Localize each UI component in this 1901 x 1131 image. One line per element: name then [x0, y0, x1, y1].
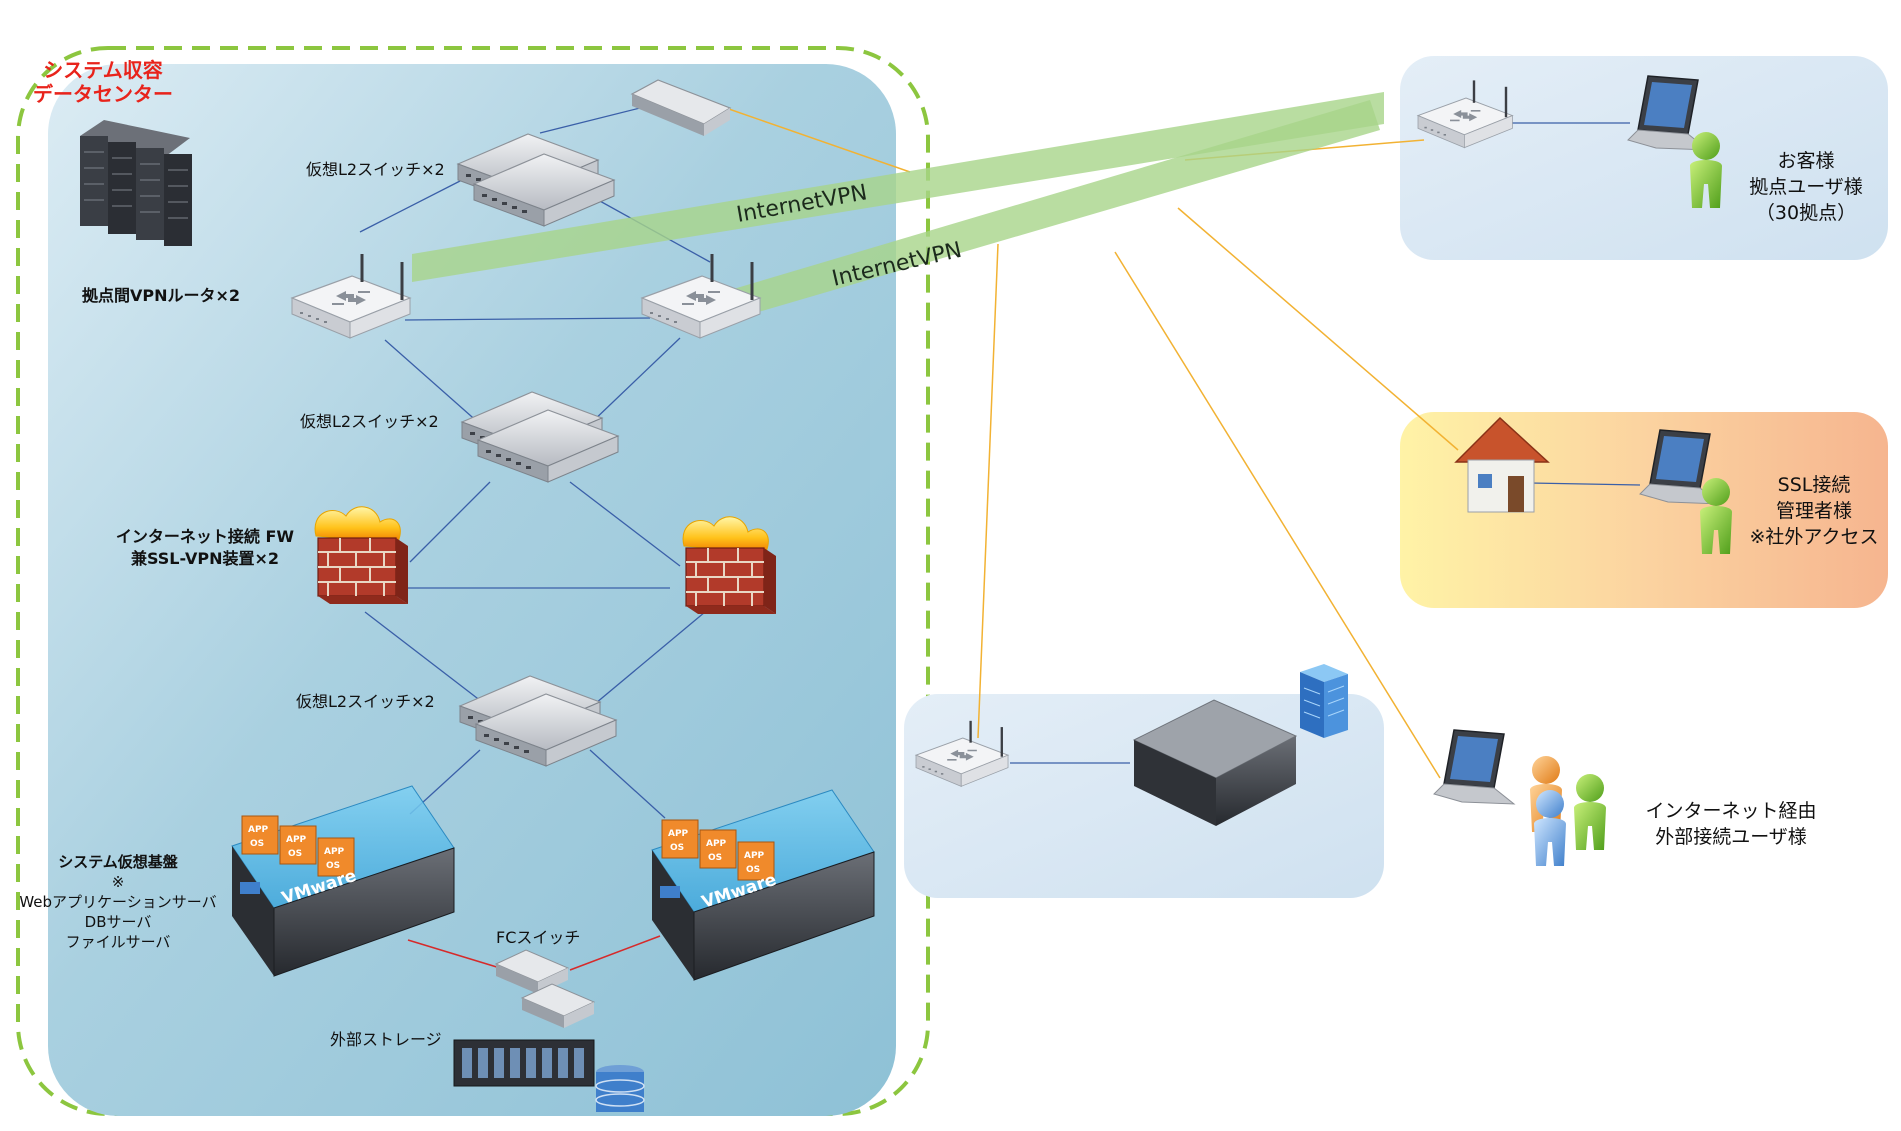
datacenter-title-line2: データセンター [33, 82, 173, 106]
ssl-site-label: SSL接続 管理者様 ※社外アクセス [1738, 472, 1890, 550]
external-users-label-line2: 外部接続ユーザ様 [1655, 826, 1807, 848]
site-customer [1400, 56, 1888, 260]
virtualization-label-note: ※ [111, 873, 125, 891]
vpn-band-2 [730, 100, 1380, 318]
external-person-green-icon [1574, 774, 1606, 850]
external-users-label-line1: インターネット経由 [1645, 800, 1817, 822]
fc-switch-label: FCスイッチ [496, 928, 581, 947]
customer-site-label: お客様 拠点ユーザ様 （30拠点） [1716, 148, 1896, 226]
house-icon [1454, 416, 1550, 513]
firewall-left-icon [314, 505, 409, 605]
virtualization-label-db: DBサーバ [84, 913, 152, 931]
firewall-right-icon [682, 515, 777, 615]
middle-server-icon [1132, 699, 1298, 826]
storage-icon [453, 1039, 595, 1087]
os-label: OS [708, 853, 722, 863]
datacenter-rack-icon [80, 120, 192, 246]
l2-switch-top-label: 仮想L2スイッチ×2 [306, 160, 445, 179]
os-label: OS [326, 861, 340, 871]
virtualization-label-file: ファイルサーバ [65, 933, 171, 951]
os-label: OS [670, 843, 684, 853]
firewall-label: インターネット接続 FW 兼SSL-VPN装置×2 [110, 526, 300, 570]
firewall-label-line2: 兼SSL-VPN装置×2 [130, 549, 280, 568]
fc-switch-icon [494, 949, 596, 1028]
app-label: APP [286, 835, 307, 845]
ssl-site-label-line1: SSL接続 [1777, 474, 1851, 496]
virtualization-label-title: システム仮想基盤 [58, 853, 178, 871]
l2-switch-bottom-label: 仮想L2スイッチ×2 [296, 692, 435, 711]
top-hub-icon [630, 79, 732, 136]
app-label: APP [744, 851, 765, 861]
external-person-blue-icon [1534, 790, 1566, 866]
vmware-server-right-icon: VMware [651, 789, 875, 981]
app-label: APP [668, 829, 689, 839]
database-icon [595, 1065, 645, 1112]
app-label: APP [248, 825, 269, 835]
external-laptop-icon [1433, 729, 1515, 805]
customer-site-label-line1: お客様 [1777, 150, 1835, 172]
links-red [407, 935, 661, 971]
os-label: OS [288, 849, 302, 859]
app-label: APP [706, 839, 727, 849]
vpn-router-label: 拠点間VPNルータ×2 [82, 286, 241, 305]
datacenter-title-line1: システム収容 [43, 58, 163, 82]
building-icon [1300, 664, 1348, 738]
os-label: OS [746, 865, 760, 875]
firewall-label-line1: インターネット接続 FW [115, 527, 295, 546]
l2-switch-mid-label: 仮想L2スイッチ×2 [300, 412, 439, 431]
virtualization-label: システム仮想基盤 ※ Webアプリケーションサーバ DBサーバ ファイルサーバ [10, 852, 226, 952]
datacenter-title: システム収容 データセンター [18, 58, 188, 106]
os-label: OS [250, 839, 264, 849]
storage-label: 外部ストレージ [330, 1030, 442, 1049]
external-users-label: インターネット経由 外部接続ユーザ様 [1626, 798, 1836, 850]
app-label: APP [324, 847, 345, 857]
customer-site-label-line2: 拠点ユーザ様 [1749, 176, 1863, 198]
virtualization-label-web: Webアプリケーションサーバ [19, 893, 217, 911]
links-blue [359, 107, 1641, 819]
vmware-server-left-icon: VMware [231, 785, 455, 977]
ssl-site-label-line2: 管理者様 [1775, 500, 1852, 522]
customer-site-label-line3: （30拠点） [1755, 202, 1857, 224]
datacenter-area [16, 46, 930, 1116]
vpn-band-1 [412, 92, 1384, 282]
ssl-site-label-line3: ※社外アクセス [1749, 526, 1879, 548]
